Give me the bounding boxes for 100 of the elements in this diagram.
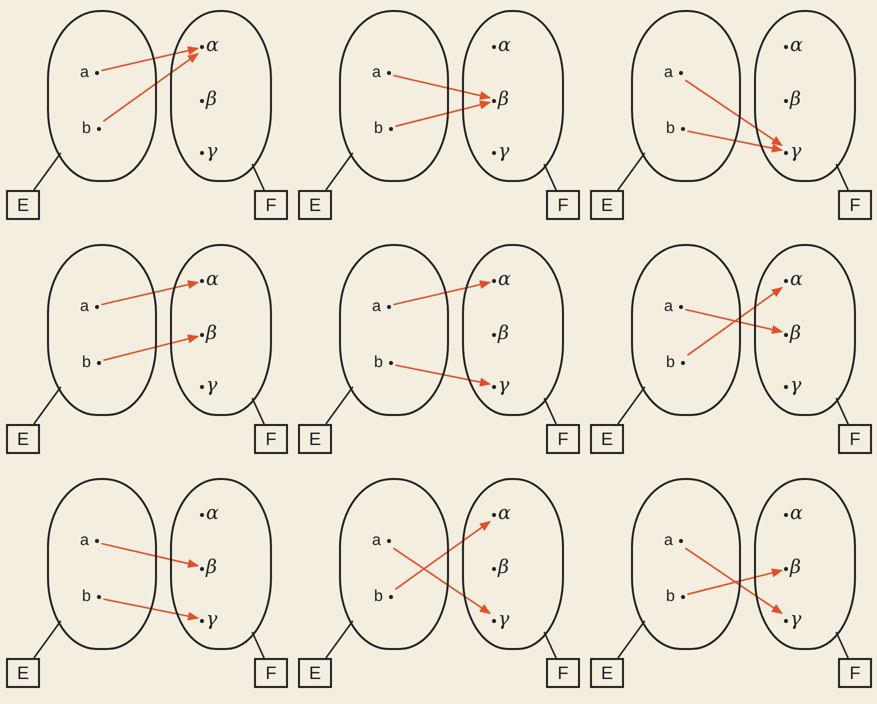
connector-line [251, 632, 265, 658]
element-point: β [490, 90, 509, 110]
connector-line [543, 632, 557, 658]
element-point: b [82, 120, 104, 138]
set-outline [754, 478, 856, 650]
connector-line [325, 152, 354, 190]
connector-line [617, 620, 646, 658]
set-name-box: F [546, 190, 580, 220]
arrow [101, 542, 200, 568]
element-point: α [782, 270, 803, 290]
arrow [684, 80, 783, 146]
set-outline [170, 244, 272, 416]
set-outline [631, 10, 741, 182]
arrow [392, 548, 491, 614]
arrow [395, 364, 492, 386]
element-point: a [80, 532, 102, 550]
connector-line [251, 164, 265, 190]
set-name-box: F [838, 658, 872, 688]
set-outline [462, 10, 564, 182]
element-point: b [666, 354, 688, 372]
arrow [685, 308, 784, 334]
set-outline [47, 10, 157, 182]
connector-line [543, 164, 557, 190]
set-name-box: E [298, 658, 332, 688]
arrow [103, 598, 200, 620]
element-point: α [198, 270, 219, 290]
set-outline [462, 478, 564, 650]
set-outline [47, 478, 157, 650]
element-point: β [490, 324, 509, 344]
element-point: α [490, 504, 511, 524]
arrow [684, 548, 783, 614]
connector-line [835, 164, 849, 190]
element-point: β [490, 558, 509, 578]
element-point: α [490, 270, 511, 290]
element-point: β [782, 90, 801, 110]
set-name-box: F [838, 424, 872, 454]
element-point: γ [782, 142, 802, 162]
element-point: γ [490, 376, 510, 396]
connector-line [33, 620, 62, 658]
element-point: b [82, 588, 104, 606]
element-point: γ [782, 610, 802, 630]
element-point: α [490, 36, 511, 56]
arrow [393, 280, 492, 306]
element-point: b [666, 588, 688, 606]
set-outline [170, 10, 272, 182]
element-point: γ [490, 142, 510, 162]
element-point: α [782, 36, 803, 56]
arrow [687, 568, 784, 596]
set-name-box: F [254, 190, 288, 220]
set-outline [631, 244, 741, 416]
set-outline [754, 10, 856, 182]
set-outline [462, 244, 564, 416]
set-name-box: F [254, 658, 288, 688]
element-point: b [374, 120, 396, 138]
element-point: a [372, 532, 394, 550]
element-point: α [198, 504, 219, 524]
set-name-box: E [590, 658, 624, 688]
arrow [395, 100, 492, 128]
arrow [101, 46, 200, 72]
element-point: a [80, 298, 102, 316]
element-point: β [782, 324, 801, 344]
set-outline [339, 10, 449, 182]
arrow [686, 286, 783, 356]
element-point: β [198, 90, 217, 110]
element-point: γ [198, 610, 218, 630]
connector-line [835, 632, 849, 658]
set-name-box: F [254, 424, 288, 454]
element-point: α [782, 504, 803, 524]
set-name-box: E [590, 424, 624, 454]
arrow [101, 280, 200, 306]
element-point: a [372, 64, 394, 82]
element-point: b [374, 354, 396, 372]
element-point: a [664, 64, 686, 82]
connector-line [251, 398, 265, 424]
set-outline [631, 478, 741, 650]
set-name-box: F [546, 424, 580, 454]
connector-line [543, 398, 557, 424]
element-point: α [198, 36, 219, 56]
set-name-box: E [298, 424, 332, 454]
set-name-box: E [298, 190, 332, 220]
set-outline [339, 478, 449, 650]
element-point: β [198, 324, 217, 344]
set-outline [754, 244, 856, 416]
set-name-box: E [6, 190, 40, 220]
element-point: a [372, 298, 394, 316]
element-point: γ [198, 142, 218, 162]
set-outline [339, 244, 449, 416]
element-point: b [374, 588, 396, 606]
connector-line [835, 398, 849, 424]
arrow [103, 334, 200, 362]
element-point: b [82, 354, 104, 372]
arrow [102, 52, 199, 122]
set-name-box: E [6, 424, 40, 454]
connector-line [325, 386, 354, 424]
set-outline [47, 244, 157, 416]
arrow [394, 520, 491, 590]
connector-line [33, 152, 62, 190]
element-point: γ [198, 376, 218, 396]
element-point: a [664, 532, 686, 550]
element-point: γ [490, 610, 510, 630]
